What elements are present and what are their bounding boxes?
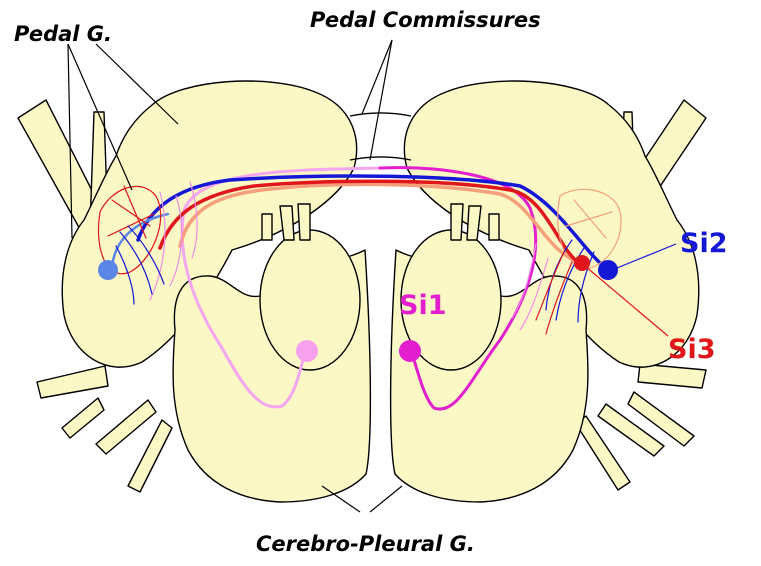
root-stub-left-1 (262, 214, 272, 240)
root-stub-right-3 (451, 204, 463, 240)
leader-cerebro-2 (370, 486, 402, 512)
nerve-left-5 (96, 400, 156, 454)
root-stub-left-2 (280, 206, 294, 240)
leader-commissure-2 (370, 40, 392, 160)
root-stub-left-3 (298, 204, 310, 240)
root-stub-right-2 (467, 206, 481, 240)
commissure-upper (350, 113, 411, 116)
si3-label: Si3 (668, 334, 716, 365)
si2-label: Si2 (680, 228, 728, 259)
pedal-ganglion-label: Pedal G. (14, 22, 112, 46)
pedal-commissures-label: Pedal Commissures (310, 8, 541, 32)
nerve-right-3 (638, 364, 706, 388)
commissure-lower (350, 157, 411, 160)
cerebro-pleural-label: Cerebro-Pleural G. (256, 532, 475, 556)
si1-soma-right (399, 340, 421, 362)
root-stub-right-1 (489, 214, 499, 240)
si1-label: Si1 (399, 290, 447, 321)
si2-soma-left (98, 260, 118, 280)
si2-soma-right (598, 260, 618, 280)
si1-soma-left (296, 340, 318, 362)
nerve-left-3 (37, 366, 108, 398)
leader-commissure-1 (362, 40, 392, 114)
nerve-left-4 (62, 398, 104, 438)
leader-pedal-g-3 (96, 44, 178, 124)
